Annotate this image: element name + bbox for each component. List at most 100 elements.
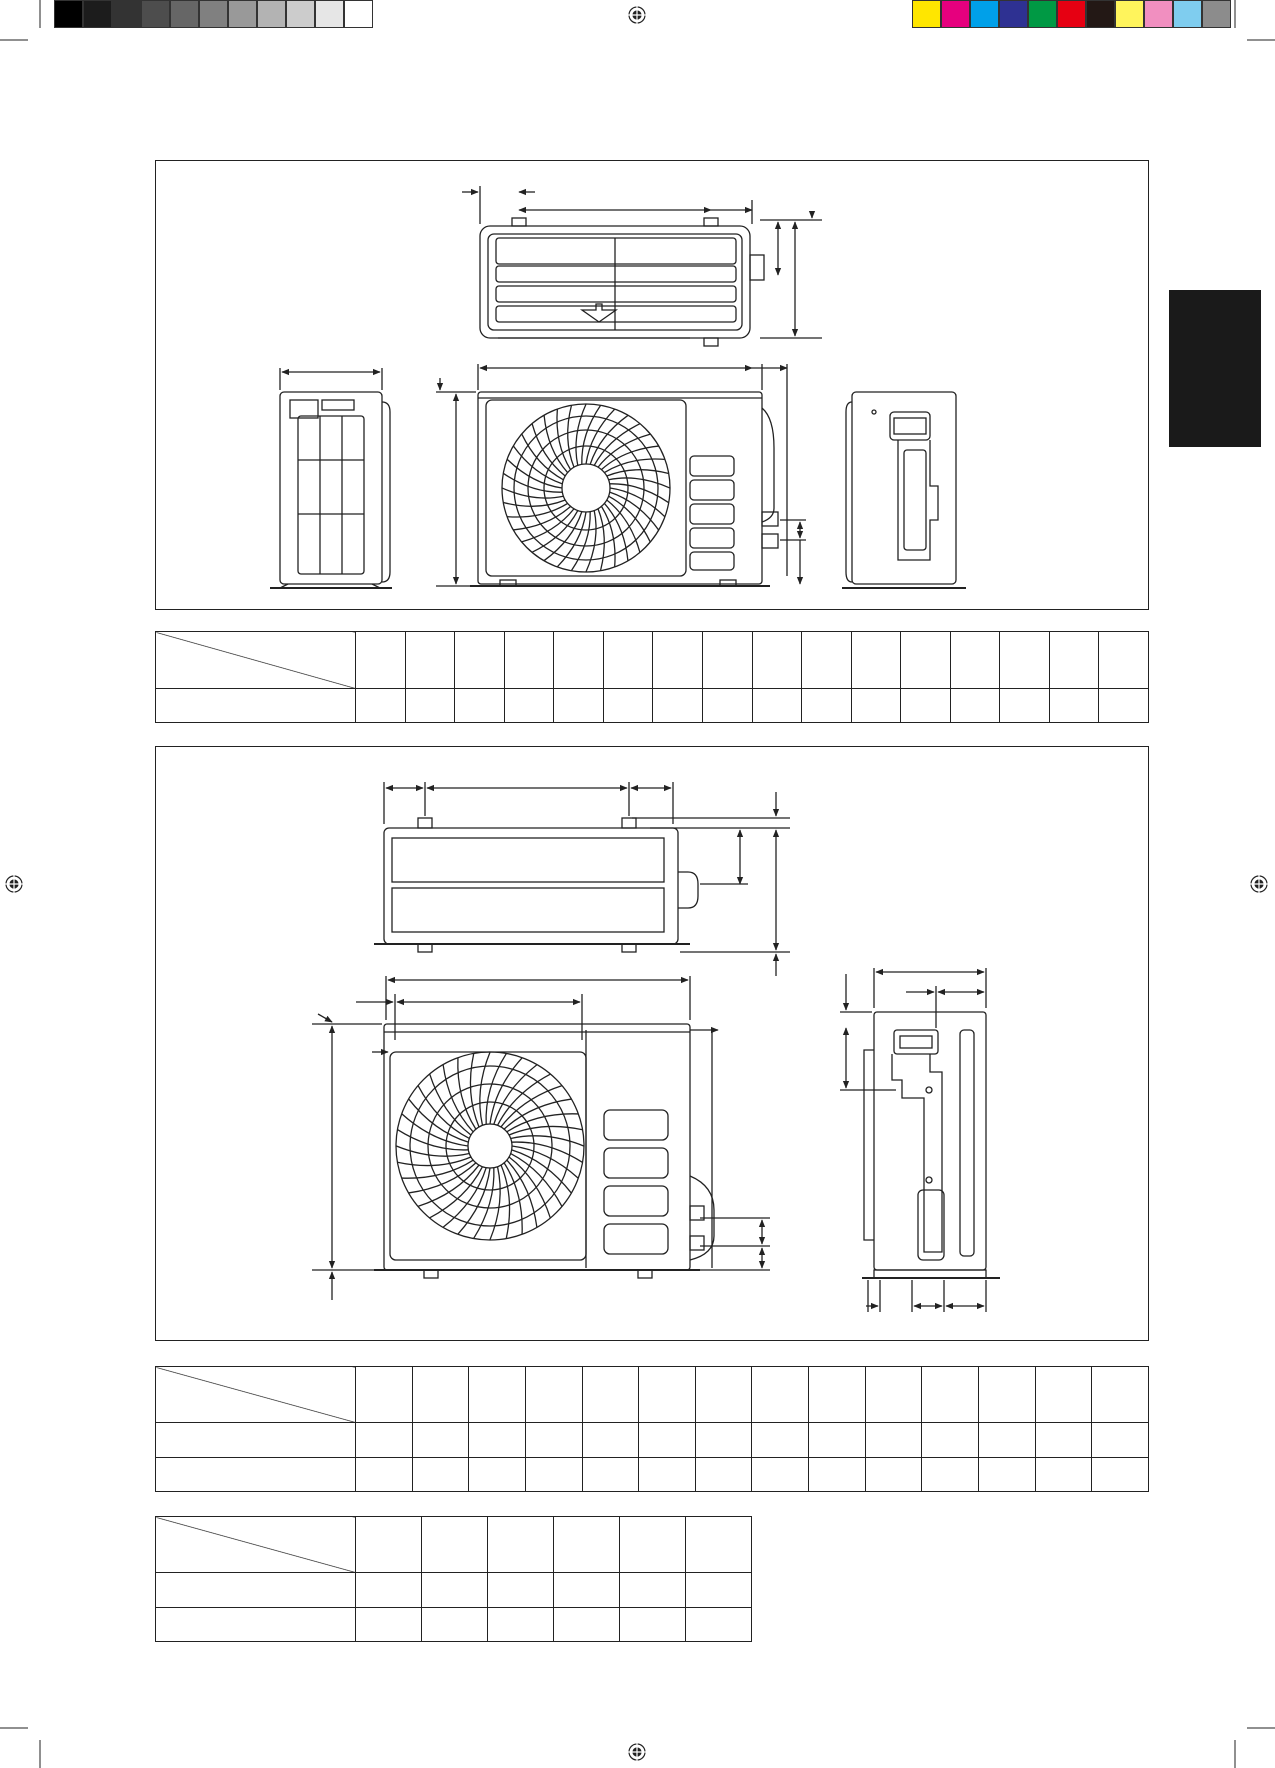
fan-blade-line bbox=[567, 405, 575, 468]
gray-bar-swatch bbox=[54, 0, 83, 28]
table-cell bbox=[524, 1422, 583, 1458]
fan-blade-line bbox=[506, 1113, 579, 1133]
fan-blade-line bbox=[429, 1073, 472, 1136]
table-cell bbox=[404, 631, 456, 689]
table-cell bbox=[553, 1572, 620, 1608]
table-corner-header bbox=[155, 1515, 356, 1574]
fan-blade-line bbox=[589, 414, 629, 465]
table-cell bbox=[921, 1365, 980, 1424]
table-cell bbox=[1091, 1456, 1149, 1493]
fan-blade-line bbox=[508, 1156, 551, 1219]
gray-bar-swatch bbox=[141, 0, 170, 28]
fan-blade-line bbox=[506, 458, 563, 489]
gray-bar-swatch bbox=[170, 0, 199, 28]
table-cell bbox=[155, 1606, 356, 1643]
fan-blade-line bbox=[500, 1164, 511, 1239]
process-bar-swatch bbox=[1086, 0, 1115, 28]
fan-blade-line bbox=[408, 1162, 477, 1194]
process-bar-swatch bbox=[912, 0, 941, 28]
fan-blade-line bbox=[585, 408, 616, 465]
gray-bar-swatch bbox=[199, 0, 228, 28]
registration-target-bottom-icon bbox=[627, 1742, 647, 1762]
table-cell bbox=[619, 1606, 686, 1643]
fan-blade-line bbox=[606, 469, 669, 477]
table-cell bbox=[921, 1456, 980, 1493]
fan-blade-line bbox=[585, 510, 597, 573]
fan-blade-line bbox=[543, 415, 569, 474]
table-cell bbox=[421, 1572, 488, 1608]
gray-bar-swatch bbox=[83, 0, 112, 28]
table-cell bbox=[638, 1456, 696, 1493]
fan-blade-line bbox=[531, 510, 579, 553]
fan-blade-line bbox=[502, 472, 563, 493]
table-cell bbox=[751, 631, 803, 689]
fan-blade-line bbox=[506, 1159, 538, 1228]
fan-blade-line bbox=[511, 1145, 579, 1179]
table-row bbox=[155, 1456, 1149, 1493]
fan-blade-line bbox=[442, 1064, 474, 1133]
fan-blade-line bbox=[609, 487, 666, 518]
table-cell bbox=[581, 1365, 640, 1424]
fan-blade-line bbox=[521, 433, 564, 481]
table-cell bbox=[978, 1422, 1036, 1458]
fig1-right-side-view bbox=[842, 391, 966, 589]
table-cell bbox=[155, 1572, 356, 1608]
gray-bar-swatch bbox=[344, 0, 373, 28]
fan-blade-line bbox=[503, 1098, 572, 1130]
table-cell bbox=[850, 687, 902, 724]
table-cell bbox=[638, 1422, 696, 1458]
table-cell bbox=[355, 1365, 413, 1424]
table-cell bbox=[1091, 1365, 1149, 1424]
table-cell bbox=[581, 1456, 640, 1493]
table-cell bbox=[602, 687, 654, 724]
fan-blade-line bbox=[457, 1167, 491, 1235]
table-cell bbox=[999, 687, 1050, 724]
fig2-side-view bbox=[840, 968, 1000, 1312]
fan-blade-line bbox=[469, 1053, 480, 1128]
table-cell bbox=[701, 687, 753, 724]
fan-blade-line bbox=[485, 1053, 507, 1125]
figure-2-dimension-table bbox=[155, 1365, 1149, 1493]
table-row bbox=[155, 1422, 1149, 1458]
fan-blade-line bbox=[600, 506, 616, 568]
table-cell bbox=[454, 631, 505, 689]
fan-blade-line bbox=[493, 1064, 538, 1125]
fan-blade-line bbox=[597, 508, 605, 571]
table-cell bbox=[1048, 687, 1100, 724]
table-cell bbox=[468, 1456, 526, 1493]
fan-blade-line bbox=[606, 499, 641, 553]
table-cell bbox=[355, 1456, 413, 1493]
table-row bbox=[155, 1572, 752, 1608]
process-bar-swatch bbox=[1057, 0, 1086, 28]
figure-2-frame bbox=[155, 746, 1149, 1341]
process-bar-swatch bbox=[1115, 0, 1144, 28]
fan-blade-line bbox=[489, 1166, 501, 1241]
table-cell bbox=[694, 1422, 753, 1458]
fan-blade-line bbox=[575, 403, 587, 466]
gray-bar-swatch bbox=[228, 0, 257, 28]
fan-blade-line bbox=[510, 1135, 585, 1147]
table-corner-header bbox=[155, 1365, 356, 1424]
process-bar-swatch bbox=[970, 0, 999, 28]
process-bar-swatch bbox=[999, 0, 1028, 28]
gray-bar-swatch bbox=[286, 0, 315, 28]
table-cell bbox=[524, 1365, 583, 1424]
gray-bar-swatch bbox=[257, 0, 286, 28]
table-cell bbox=[685, 1572, 752, 1608]
table-cell bbox=[1034, 1365, 1093, 1424]
table-cell bbox=[619, 1515, 686, 1574]
registration-target-left-icon bbox=[4, 874, 24, 894]
table-cell bbox=[751, 1365, 810, 1424]
table-cell bbox=[355, 1515, 422, 1574]
fan-blade-line bbox=[581, 404, 602, 465]
table-cell bbox=[155, 1456, 356, 1493]
table-cell bbox=[864, 1456, 923, 1493]
fan-blade-line bbox=[556, 511, 587, 568]
fig2-front-view bbox=[312, 976, 770, 1300]
fig1-top-view bbox=[462, 186, 822, 347]
table-cell bbox=[487, 1515, 554, 1574]
section-side-tab bbox=[1169, 290, 1261, 447]
table-row bbox=[155, 1606, 752, 1643]
